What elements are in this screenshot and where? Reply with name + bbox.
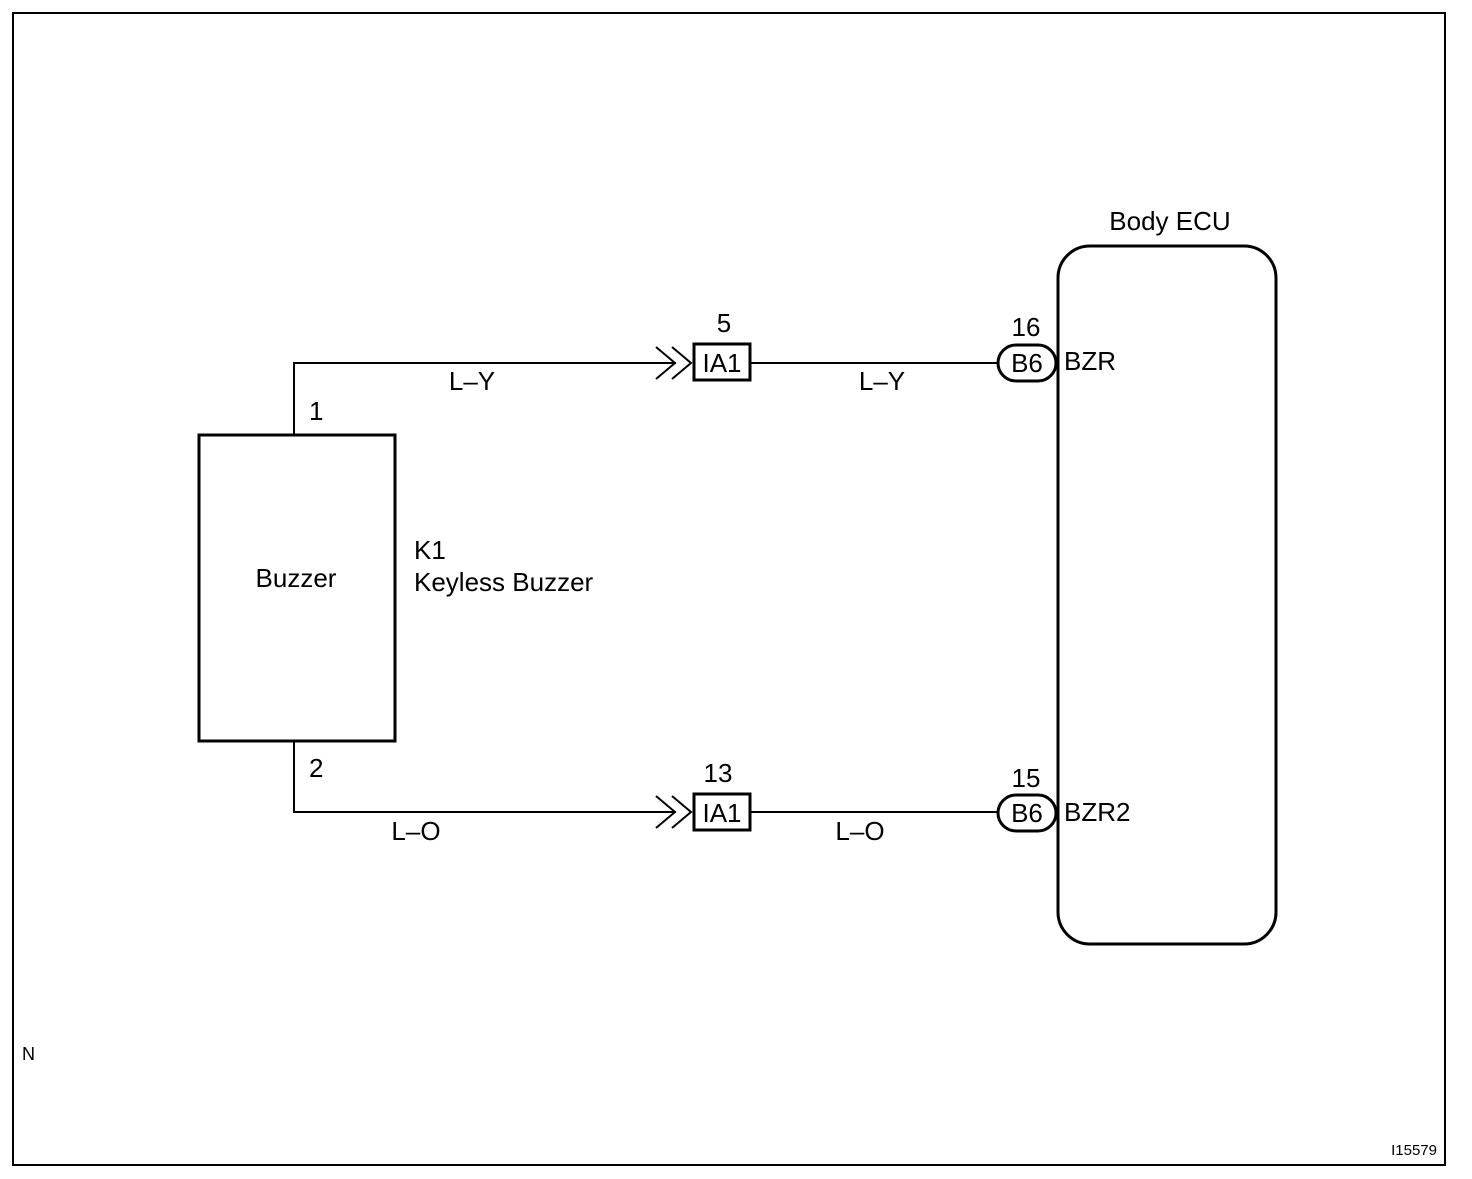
ecu-pin-top-name: BZR: [1064, 346, 1116, 376]
junction-top-connector: IA1: [702, 348, 741, 378]
corner-mark: N: [22, 1044, 35, 1064]
buzzer-terminal-1: 1: [309, 396, 323, 426]
buzzer-name: Keyless Buzzer: [414, 567, 594, 597]
ecu-pin-top-connector: B6: [1011, 348, 1043, 378]
junction-bottom-connector: IA1: [702, 798, 741, 828]
diagram-frame: [12, 12, 1446, 1166]
figure-id: I15579: [1391, 1142, 1437, 1159]
junction-bottom-chevron-inner: [671, 795, 693, 829]
buzzer-terminal-2: 2: [309, 753, 323, 783]
wire-top-left: [293, 362, 676, 435]
junction-bottom-box: [692, 792, 752, 832]
wire-bottom-right-color: L–O: [835, 816, 884, 846]
ecu-pin-top-connector-box: [996, 343, 1058, 383]
junction-top-pin: 5: [717, 308, 731, 338]
buzzer-box: [197, 433, 397, 743]
junction-bottom-chevron-outer: [655, 795, 677, 829]
wire-bottom-left-color: L–O: [391, 816, 440, 846]
body-ecu-title: Body ECU: [1109, 206, 1230, 236]
wire-top-left-color: L–Y: [449, 366, 495, 396]
ecu-pin-bottom-number: 15: [1012, 763, 1041, 793]
wire-bottom-left: [293, 741, 676, 813]
ecu-pin-bottom-name: BZR2: [1064, 797, 1130, 827]
ecu-pin-bottom-connector: B6: [1011, 798, 1043, 828]
junction-top-box: [692, 342, 752, 382]
body-ecu-box: [1056, 244, 1278, 946]
wire-top-right-color: L–Y: [859, 366, 905, 396]
ecu-pin-bottom-connector-box: [996, 793, 1058, 833]
junction-top-chevron-inner: [671, 346, 693, 380]
junction-top-chevron-outer: [655, 346, 677, 380]
junction-bottom-pin: 13: [704, 758, 733, 788]
buzzer-label: Buzzer: [256, 563, 337, 593]
ecu-pin-top-number: 16: [1012, 312, 1041, 342]
buzzer-code: K1: [414, 535, 446, 565]
